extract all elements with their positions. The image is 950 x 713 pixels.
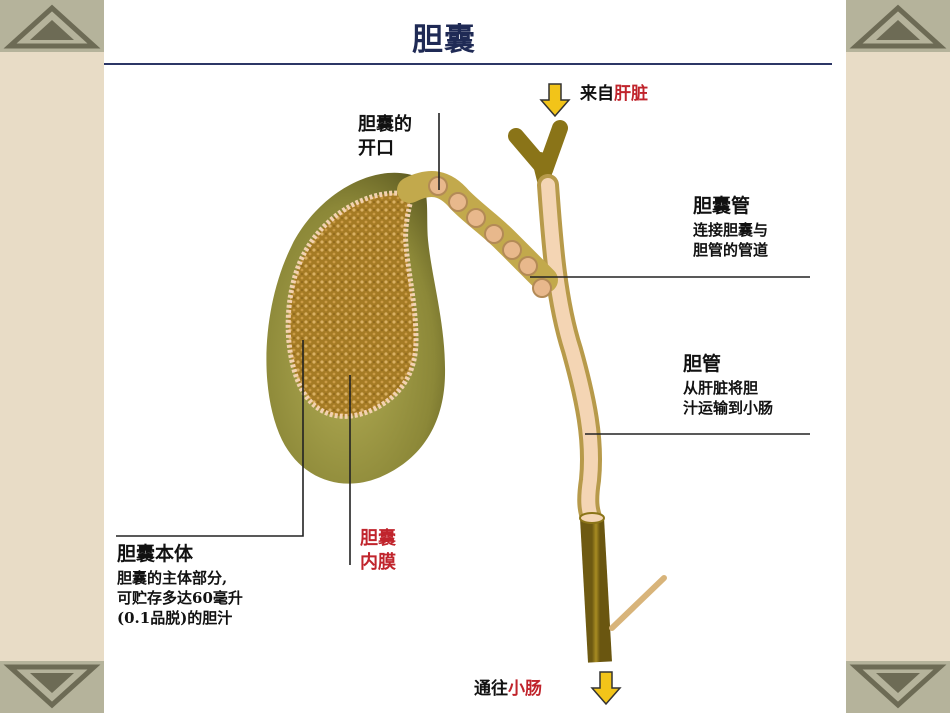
- label-gallbladder-mucosa: 胆囊 内膜: [360, 528, 396, 574]
- content-panel: [104, 0, 846, 713]
- left-frame: [0, 0, 104, 713]
- corner-ornament-top-right: [846, 0, 950, 52]
- down-arrow-icon: [590, 671, 622, 706]
- right-frame: [846, 0, 950, 713]
- label-bile-duct: 胆管 从肝脏将胆 汁运输到小肠: [683, 353, 774, 417]
- label-cystic-duct: 胆囊管 连接胆囊与 胆管的管道: [693, 195, 769, 259]
- duodenal-duct-tube: [580, 517, 612, 663]
- label-gallbladder-body: 胆囊本体 胆囊的主体部分, 可贮存多达60毫升 (0.1品脱)的胆汁: [117, 543, 243, 628]
- title-divider: [104, 63, 832, 65]
- down-arrow-icon: [539, 83, 571, 118]
- leader-body: [116, 340, 304, 537]
- page-title: 胆囊: [412, 22, 476, 58]
- pancreatic-duct-branch: [609, 575, 667, 631]
- corner-ornament-top-left: [0, 0, 104, 52]
- corner-ornament-bottom-right: [846, 661, 950, 713]
- cystic-duct-shape: [397, 171, 558, 298]
- corner-ornament-bottom-left: [0, 661, 104, 713]
- label-to-intestine: 通往小肠: [474, 679, 542, 699]
- label-gallbladder-opening: 胆囊的 开口: [358, 114, 412, 160]
- label-from-liver: 来自肝脏: [580, 84, 648, 104]
- leader-lines: [116, 113, 810, 565]
- gallbladder-body-shape: [266, 172, 446, 484]
